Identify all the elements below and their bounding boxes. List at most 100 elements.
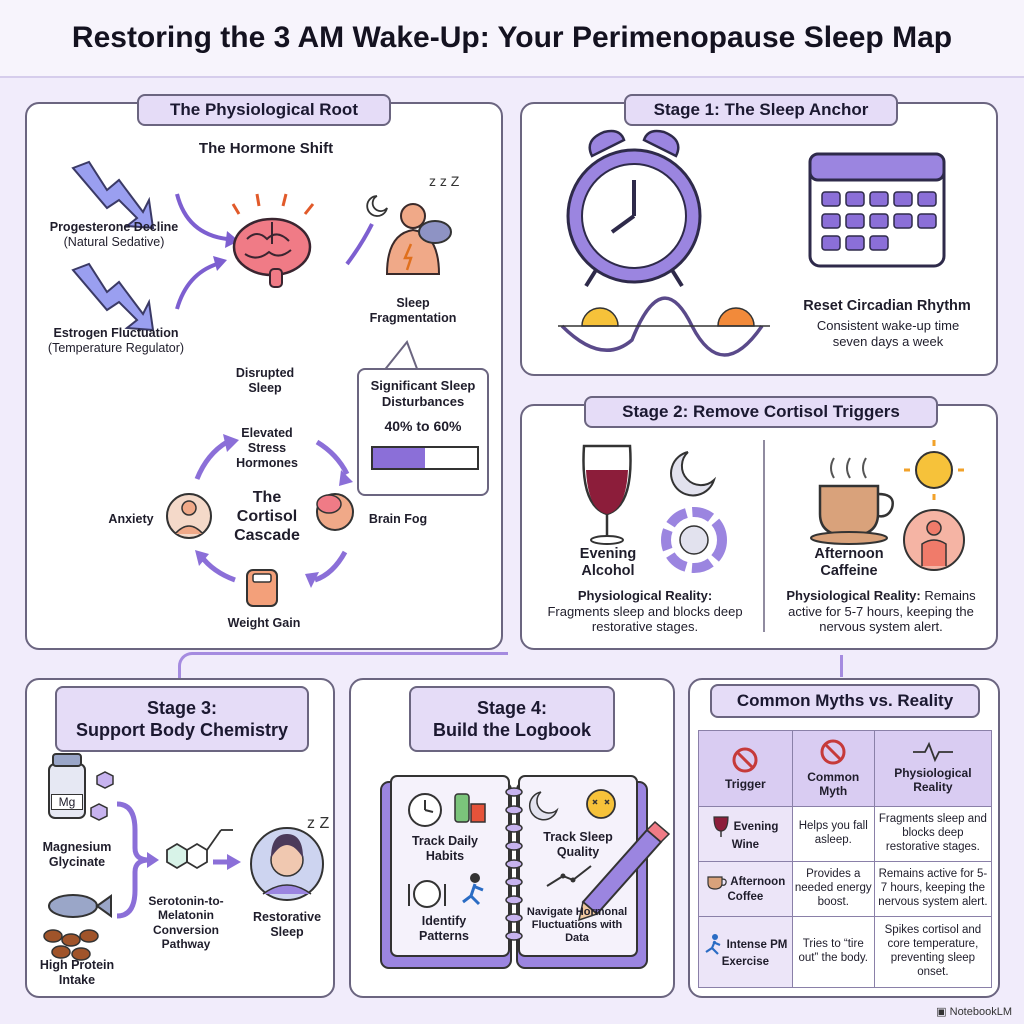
disturbance-bar: [371, 446, 479, 470]
notebook-icon: ▣: [936, 1006, 950, 1018]
bracket-arrow-icon: [116, 801, 150, 919]
prohibited-icon: [820, 739, 846, 765]
caffeine-reality: Physiological Reality: Remains active fo…: [786, 588, 976, 635]
wine-glass-icon: [713, 816, 730, 838]
header-reality: Physiological Reality: [873, 730, 993, 807]
track-habits-label: Track Daily Habits: [411, 834, 478, 863]
decline-arrow-icon: [71, 160, 155, 332]
anxiety-icon: [166, 493, 212, 539]
connector-line: [178, 652, 508, 682]
identify-patterns-label: Identify Patterns: [418, 914, 470, 943]
restorative-sleep-label: Restorative Sleep: [252, 910, 322, 939]
myths-tag: Common Myths vs. Reality: [710, 684, 980, 718]
header-trigger: Trigger: [698, 730, 793, 807]
trigger-cell: Intense PM Exercise: [698, 915, 793, 989]
nuts-icon: [43, 929, 99, 961]
disturbance-title: Significant Sleep Disturbances: [370, 378, 476, 409]
stage1-panel: Stage 1: The Sleep Anchor Reset Circadia…: [520, 94, 998, 376]
high-protein-label: High Protein Intake: [39, 958, 115, 987]
stage1-tag: Stage 1: The Sleep Anchor: [624, 94, 898, 126]
evening-alcohol-label: Evening Alcohol: [579, 546, 637, 580]
stage4-panel: Stage 4:Build the Logbook Track Daily Ha…: [349, 678, 675, 998]
myths-table: Trigger Common Myth Physiological Realit…: [698, 730, 993, 989]
coffee-cup-icon: [810, 457, 894, 545]
stage4-tag: Stage 4:Build the Logbook: [409, 686, 615, 752]
magnesium-symbol: Mg: [51, 794, 83, 810]
stage4-illustration: [380, 775, 671, 969]
svg-text:z Z: z Z: [307, 815, 329, 832]
myth-cell: Helps you fall asleep.: [791, 806, 875, 862]
wine-glass-icon: [582, 444, 632, 545]
alarm-clock-icon: [566, 129, 702, 288]
serotonin-pathway-label: Serotonin-to-Melatonin Conversion Pathwa…: [148, 894, 224, 952]
sleep-fragmentation-label: Sleep Fragmentation: [369, 296, 457, 325]
stage1-illustration: [558, 129, 946, 357]
reality-cell: Fragments sleep and blocks deep restorat…: [873, 806, 993, 862]
myths-table-wrap: Trigger Common Myth Physiological Realit…: [698, 730, 993, 989]
svg-text:z z Z: z z Z: [429, 173, 460, 189]
scale-icon: [246, 569, 278, 607]
physiological-root-tag: The Physiological Root: [137, 94, 391, 126]
reality-cell: Remains active for 5-7 hours, keeping th…: [873, 860, 993, 917]
stage3-panel: z Z Stage 3:Support Body Chemistry Mg Ma…: [25, 678, 335, 998]
trend-chart-icon: [546, 865, 592, 887]
hormone-shift-label: The Hormone Shift: [198, 140, 334, 157]
pencil-icon: [577, 820, 671, 922]
trigger-cell: Evening Wine: [698, 806, 793, 862]
disturbance-callout: Significant Sleep Disturbances 40% to 60…: [357, 368, 489, 496]
runner-icon: [705, 933, 721, 955]
disrupted-sleep-label: Disrupted Sleep: [235, 366, 295, 395]
reset-circadian-desc: Consistent wake-up time seven days a wee…: [816, 318, 960, 349]
estrogen-label: Estrogen Fluctuation(Temperature Regulat…: [47, 326, 185, 355]
weight-gain-label: Weight Gain: [227, 616, 301, 630]
afternoon-caffeine-label: Afternoon Caffeine: [814, 546, 884, 580]
sleep-moon-icon: [528, 791, 559, 821]
food-icon: [454, 793, 486, 823]
tired-face-icon: [586, 789, 616, 819]
page-title: Restoring the 3 AM Wake-Up: Your Perimen…: [0, 0, 1024, 78]
brain-fog-label: Brain Fog: [368, 512, 428, 526]
table-row: Intense PM Exercise Tries to “tire out” …: [698, 915, 993, 989]
calendar-icon: [808, 152, 946, 268]
navigate-fluctuations-label: Navigate Hormonal Fluctuations with Data: [526, 906, 628, 945]
progesterone-label: Progesterone Decline(Natural Sedative): [49, 220, 179, 249]
table-row: Afternoon Coffee Provides a needed energ…: [698, 860, 993, 917]
connector-line: [508, 655, 843, 677]
sleeping-woman-icon: [250, 827, 324, 901]
anxiety-label: Anxiety: [108, 512, 154, 526]
stage2-tag: Stage 2: Remove Cortisol Triggers: [584, 396, 938, 428]
disturbance-range: 40% to 60%: [384, 418, 462, 434]
stress-hormones-label: Elevated Stress Hormones: [236, 426, 298, 470]
plate-icon: [408, 880, 446, 908]
physiology-illustration: z z Z: [71, 160, 460, 607]
brain-fog-icon: [316, 493, 354, 531]
sleep-fragmentation-person-icon: [366, 195, 452, 275]
table-row: Evening Wine Helps you fall asleep. Frag…: [698, 806, 993, 862]
prohibited-icon: [732, 747, 758, 773]
track-sleep-label: Track Sleep Quality: [543, 830, 613, 859]
moon-icon: [670, 451, 717, 497]
molecule-icon: [166, 829, 233, 870]
brain-icon: [231, 193, 315, 288]
trigger-cell: Afternoon Coffee: [698, 860, 793, 917]
clock-icon: [408, 793, 442, 827]
circadian-wave-icon: [558, 296, 770, 357]
supplement-bottle-icon: [48, 753, 114, 821]
alcohol-reality: Physiological Reality:Fragments sleep an…: [547, 588, 743, 635]
sun-icon: [904, 440, 964, 500]
fish-icon: [48, 894, 112, 918]
stage2-illustration: [582, 440, 965, 632]
sleep-cycle-ring-icon: [661, 507, 727, 573]
reset-circadian-label: Reset Circadian Rhythm: [803, 298, 971, 314]
myth-cell: Tries to “tire out” the body.: [791, 915, 875, 989]
stage3-tag: Stage 3:Support Body Chemistry: [55, 686, 309, 752]
myth-cell: Provides a needed energy boost.: [791, 860, 875, 917]
header-myth: Common Myth: [791, 730, 875, 807]
physiological-root-panel: z z Z The Physiological Root: [25, 94, 503, 650]
heartbeat-icon: [912, 742, 953, 763]
footer-brand: ▣ NotebookLM: [936, 1006, 1012, 1018]
cortisol-cascade-label: The Cortisol Cascade: [234, 489, 300, 545]
disturbance-bar-fill: [373, 448, 425, 468]
reality-cell: Spikes cortisol and core temperature, pr…: [873, 915, 993, 989]
stage2-panel: Stage 2: Remove Cortisol Triggers Evenin…: [520, 396, 998, 650]
